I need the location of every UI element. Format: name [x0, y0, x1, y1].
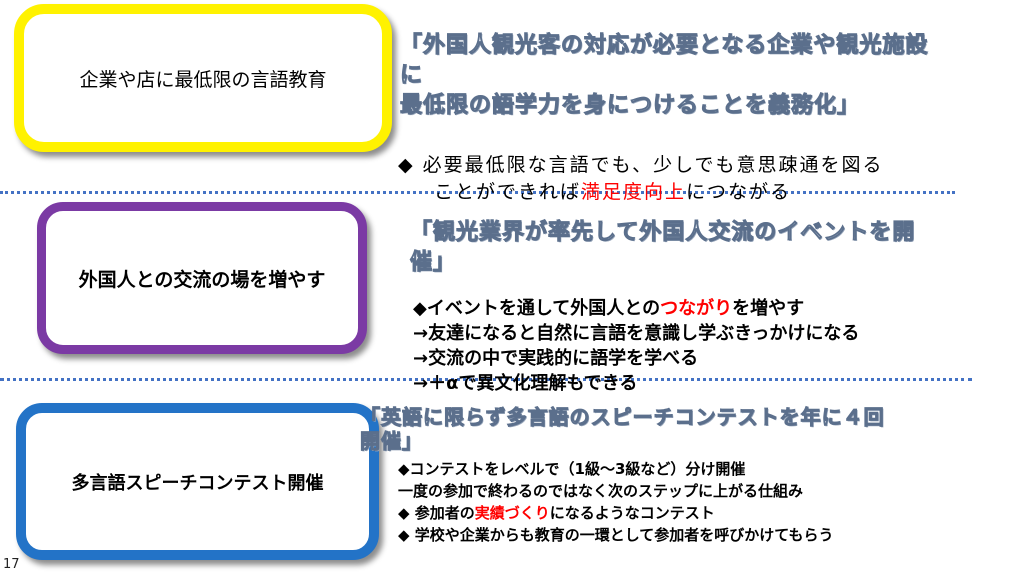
measure-box-speech-contest: 多言語スピーチコンテスト開催	[16, 403, 379, 560]
detail-line: 一度の参加で終わるのではなく次のステップに上がる仕組み	[398, 482, 804, 500]
measure-title-speech-contest: 多言語スピーチコンテスト開催	[71, 472, 324, 494]
proposal-quote-1: 「外国人観光客の対応が必要となる企業や観光施設 に 最低限の語学力を身につけるこ…	[399, 30, 929, 120]
detail-text: を増やす	[732, 298, 805, 319]
measure-title-language-education: 企業や店に最低限の言語教育	[79, 68, 327, 91]
detail-line: ◆ 必要最低限な言語でも、少しでも意思疎通を図る	[398, 154, 884, 176]
proposal-quote-3: 「英語に限らず多言語のスピーチコンテストを年に４回 開催」	[360, 405, 885, 454]
highlight-text: 実績づくり	[474, 504, 550, 522]
measure-box-exchange: 外国人との交流の場を増やす	[37, 202, 367, 354]
highlight-text: 満足度向上	[581, 181, 687, 203]
detail-line: →交流の中で実践的に語学を学べる	[413, 348, 699, 369]
detail-text-2: ◆イベントを通して外国人とのつながりを増やす →友達になると自然に言語を意識し学…	[413, 296, 859, 396]
page-number: 17	[3, 557, 20, 572]
detail-text: につながる	[686, 181, 792, 203]
detail-text-1: ◆ 必要最低限な言語でも、少しでも意思疎通を図る ことができれば満足度向上につな…	[398, 152, 884, 206]
divider-2	[0, 378, 972, 381]
quote-line: 「英語に限らず多言語のスピーチコンテストを年に４回	[360, 405, 885, 430]
quote-line: 最低限の語学力を身につけることを義務化」	[399, 92, 861, 119]
detail-line: →＋αで異文化理解もできる	[413, 373, 638, 394]
quote-line: に	[399, 62, 424, 89]
detail-text: ◆ 参加者の	[398, 504, 475, 522]
proposal-quote-2: 「観光業界が率先して外国人交流のイベントを開 催」	[409, 217, 916, 277]
detail-line: ◆コンテストをレベルで（1級～3級など）分け開催	[398, 460, 746, 478]
measure-box-language-education: 企業や店に最低限の言語教育	[14, 4, 392, 152]
quote-line: 「観光業界が率先して外国人交流のイベントを開	[409, 219, 916, 246]
detail-text: になるようなコンテスト	[549, 504, 715, 522]
quote-line: 開催」	[360, 429, 423, 454]
detail-line: →友達になると自然に言語を意識し学ぶきっかけになる	[413, 323, 860, 344]
detail-line: ことができれば満足度向上につながる	[398, 179, 884, 206]
divider-1	[0, 191, 955, 194]
highlight-text: つながり	[660, 298, 733, 319]
detail-text-3: ◆コンテストをレベルで（1級～3級など）分け開催 一度の参加で終わるのではなく次…	[398, 458, 834, 546]
detail-line: ◆ 学校や企業からも教育の一環として参加者を呼びかけてもらう	[398, 526, 834, 544]
detail-line: ◆イベントを通して外国人とのつながりを増やす	[413, 296, 859, 321]
detail-line: ◆ 参加者の実績づくりになるようなコンテスト	[398, 502, 834, 524]
detail-text: ◆イベントを通して外国人との	[413, 298, 661, 319]
quote-line: 催」	[409, 249, 457, 276]
measure-title-exchange: 外国人との交流の場を増やす	[78, 268, 326, 291]
quote-line: 「外国人観光客の対応が必要となる企業や観光施設	[399, 32, 929, 59]
detail-text: ことができれば	[434, 181, 582, 203]
